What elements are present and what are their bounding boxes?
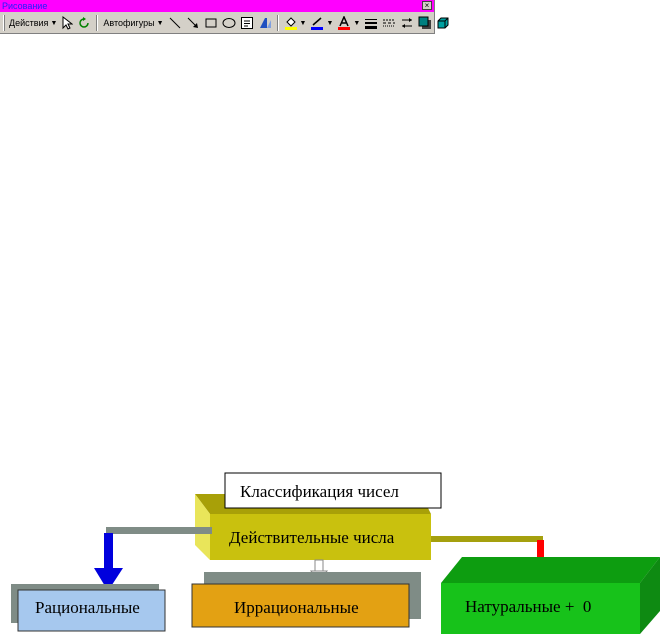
arrow-icon (187, 17, 198, 28)
fill-color-button[interactable]: ▼ (282, 14, 309, 32)
close-button[interactable]: × (422, 1, 432, 10)
rational-label: Рациональные (35, 598, 140, 617)
dash-style-icon (383, 19, 396, 27)
font-color-button[interactable]: ▼ (335, 14, 362, 32)
connector-right-arrow-shaft (537, 540, 544, 564)
natural-box[interactable] (441, 583, 640, 634)
arrow-style-button[interactable] (398, 14, 416, 32)
toolbar-separator (276, 15, 279, 31)
line-style-button[interactable] (362, 14, 380, 32)
connector-left-arrow-head (94, 568, 123, 591)
fill-color-icon (284, 17, 297, 30)
chevron-down-icon: ▼ (353, 19, 361, 27)
line-color-button[interactable]: ▼ (308, 14, 335, 32)
diagram-title: Классификация чисел (240, 482, 399, 501)
chevron-down-icon: ▼ (156, 19, 164, 27)
line-button[interactable] (166, 14, 184, 32)
text-box-icon (240, 17, 253, 29)
natural-box-right-side (640, 557, 660, 634)
autoshapes-label: Автофигуры (103, 18, 155, 28)
3d-button[interactable] (434, 14, 452, 32)
select-pointer-button[interactable] (59, 14, 75, 32)
connector-middle-shaft (314, 559, 324, 573)
toolbar-title: Рисование (2, 1, 48, 11)
line-color-icon (311, 17, 324, 30)
connector-left-arrow-shaft (104, 533, 113, 569)
rational-box[interactable] (17, 589, 166, 632)
oval-icon (222, 18, 236, 28)
chevron-down-icon: ▼ (326, 19, 334, 27)
wordart-button[interactable] (256, 14, 274, 32)
toolbar-title-bar[interactable]: Рисование × (0, 0, 434, 12)
toolbar-grip[interactable] (3, 15, 5, 31)
arrow-style-icon (402, 18, 413, 28)
wordart-icon (259, 18, 271, 28)
shadow-icon (418, 16, 432, 29)
dash-style-button[interactable] (380, 14, 398, 32)
3d-icon (437, 17, 449, 29)
actions-label: Действия (9, 18, 49, 28)
chevron-down-icon: ▼ (299, 19, 307, 27)
font-color-icon (338, 16, 351, 30)
line-icon (169, 17, 180, 29)
close-icon: × (424, 1, 430, 10)
text-box-button[interactable] (238, 14, 256, 32)
root-label: Действительные числа (229, 528, 395, 547)
rectangle-icon (205, 18, 217, 28)
actions-menu-button[interactable]: Действия ▼ (7, 14, 59, 32)
natural-label: Натуральные + 0 (465, 597, 592, 616)
free-rotate-icon (79, 17, 90, 28)
line-style-icon (365, 19, 378, 29)
autoshapes-menu-button[interactable]: Автофигуры ▼ (101, 14, 165, 32)
select-pointer-icon (62, 16, 74, 30)
shadow-button[interactable] (416, 14, 434, 32)
rectangle-button[interactable] (202, 14, 220, 32)
arrow-button[interactable] (184, 14, 202, 32)
root-box-face[interactable] (210, 514, 431, 560)
natural-box-top (441, 557, 660, 583)
chevron-down-icon: ▼ (50, 19, 58, 27)
irrational-box[interactable] (191, 583, 410, 628)
connector-right-bar (431, 536, 543, 542)
irrational-label: Иррациональные (234, 598, 359, 617)
oval-button[interactable] (220, 14, 238, 32)
connector-left-bar (106, 527, 212, 534)
toolbar-separator (96, 15, 99, 31)
title-box[interactable] (224, 472, 442, 509)
drawing-toolbar: Рисование × Действия ▼ Автофигуры ▼ (0, 0, 449, 34)
free-rotate-button[interactable] (75, 14, 93, 32)
toolbar-row: Действия ▼ Автофигуры ▼ (0, 13, 449, 33)
